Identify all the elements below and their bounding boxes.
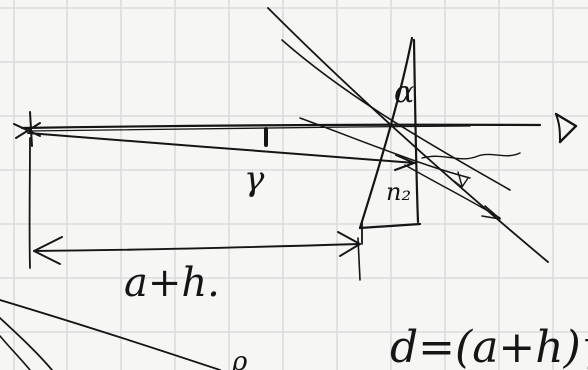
distance-endpoint-right — [357, 237, 361, 281]
distance-arrowhead-right — [337, 231, 361, 257]
axis-end-chevron-back — [555, 113, 561, 143]
source-point-mark — [13, 111, 41, 147]
deflected-ray-line — [299, 117, 471, 179]
ray-arrowhead — [394, 154, 415, 171]
diagonal-line-second — [281, 39, 511, 191]
alpha-label: α — [394, 75, 414, 110]
small-arrow — [453, 171, 469, 188]
optical-axis-line — [20, 123, 542, 130]
wavy-squiggle — [421, 152, 521, 160]
n2-label: n₂ — [386, 178, 411, 206]
distance-arrow-line — [33, 243, 361, 252]
corner-line-3 — [0, 335, 31, 370]
fragment-label: ρ — [231, 347, 248, 370]
prism-left-edge — [358, 36, 414, 230]
corner-line-1 — [0, 299, 221, 370]
distance-arrowhead-left — [33, 236, 63, 265]
optical-axis-line-2 — [27, 125, 471, 132]
axis-end-chevron — [554, 112, 578, 144]
prism-right-edge — [412, 38, 420, 224]
gamma-label: γ — [244, 159, 265, 199]
deflected-ray-2 — [404, 164, 501, 219]
light-ray-line — [27, 132, 416, 164]
prism-base — [358, 222, 422, 230]
formula-label: d=(a+h)γ. — [390, 322, 588, 370]
distance-label: a+h. — [124, 260, 220, 306]
corner-line-2 — [0, 317, 53, 370]
deflected-arrowhead — [481, 205, 501, 220]
diagonal-line-long — [267, 7, 549, 263]
